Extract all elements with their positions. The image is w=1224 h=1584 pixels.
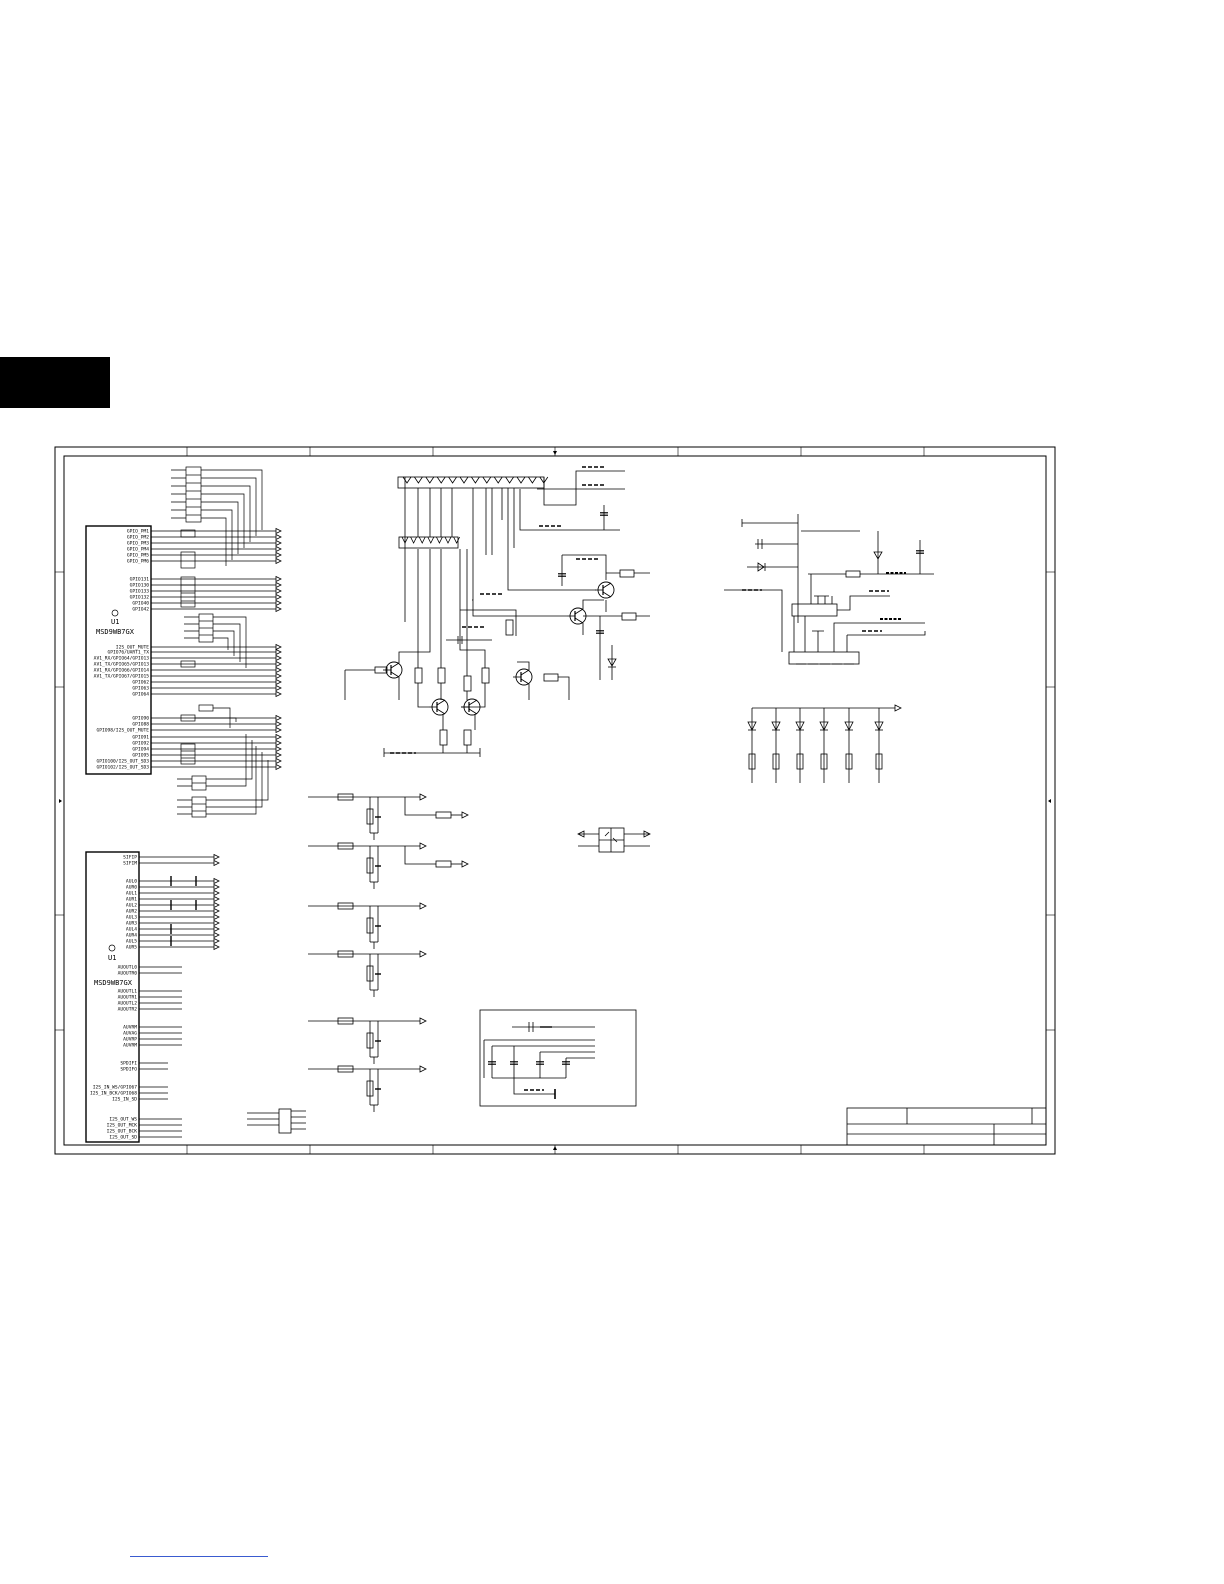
ic-u1-audio: U1 MSD9WB7GX SIFIPSIFIMAUL0AUR0AUL1AUR1A… (85, 851, 220, 1143)
chip-b-pin-label: SPDIFI (120, 1061, 137, 1067)
chip-b-pin-label: SIFIP (123, 855, 137, 861)
chip-a-pin-label: I2S_OUT_MUTE (116, 645, 149, 651)
chip-b-pin-label: AUOUTR1 (118, 995, 138, 1001)
chip-b-pin-label: AUR1 (126, 897, 137, 903)
chip-b-pin-label: AUOUTR0 (118, 971, 138, 977)
audio-filter-stages (308, 793, 469, 1112)
chip-b-ref: U1 (108, 954, 116, 962)
chip-b-pin-label: I2S_OUT_SD (109, 1135, 137, 1141)
chip-a-pin-label: GPIO_PM2 (127, 535, 149, 541)
chip-a-pin-label: GPIO76/UART1_TX (108, 650, 150, 656)
chip-b-pin-label: I2S_IN_BCK/GPIO68 (90, 1091, 137, 1097)
dual-switch-ic (577, 827, 651, 853)
chip-a-part: MSD9WB7GX (96, 628, 135, 636)
chip-b-pin-label: AUOUTL2 (118, 1001, 138, 1007)
chip-b-pin-label: I2S_IN_SD (112, 1097, 137, 1103)
sheet-frame (54, 446, 1056, 1155)
chip-a-pin-label: AV1_RX/GPIO66/GPIO14 (94, 668, 150, 674)
chip-b-pin-label: AUL0 (126, 879, 137, 885)
chip-a-pin-label: GPIO_PM3 (127, 541, 149, 547)
chip-b-pin-label: I2S_OUT_BCK (107, 1129, 138, 1135)
decoupling-box (479, 1009, 637, 1107)
chip-b-pin-label: I2S_IN_WS/GPIO67 (93, 1085, 137, 1091)
chip-a-ref: U1 (111, 618, 119, 626)
chip-a-pin-label: GPIO95 (132, 753, 149, 759)
chip-b-pin-label: AUVAG (123, 1031, 137, 1037)
chip-a-pin-label: GPIO92 (132, 741, 149, 747)
led-switch-array (747, 704, 902, 783)
chip-a-pin-label: GPIO133 (130, 589, 150, 595)
chip-a-pin-label: GPIO132 (130, 595, 150, 601)
chip-b-pin-label: AUR0 (126, 885, 137, 891)
chip-b-pin-label: AUVRP (123, 1037, 137, 1043)
chip-b-pin-label: AUVRM (123, 1043, 137, 1049)
chip-b-pin-label: AUL1 (126, 891, 137, 897)
i2s-header (247, 1108, 306, 1134)
chip-b-part: MSD9WB7GX (94, 979, 133, 987)
chip-b-pin-label: AUOUTL1 (118, 989, 138, 995)
chip-a-pin-label: GPIO90 (132, 716, 149, 722)
chip-b-pin-label: AUOUTR2 (118, 1007, 138, 1013)
power-connector-block (724, 514, 934, 665)
chip-b-pin-label: AUOUTL0 (118, 965, 138, 971)
chip-b-pin-label: I2S_OUT_MCK (107, 1123, 138, 1129)
chip-a-pin-label: GPIO94 (132, 747, 149, 753)
chip-a-pin-label: GPIO130 (130, 583, 150, 589)
chip-a-pin-labels: GPIO_PM1GPIO_PM2GPIO_PM3GPIO_PM4GPIO_PM5… (94, 529, 150, 771)
footer-link-underline (130, 1556, 268, 1557)
chip-b-pin-label: AUR2 (126, 909, 137, 915)
transistor-stage (344, 466, 650, 757)
connector-cluster (397, 476, 545, 549)
chip-a-pin-label: GPIO102/I2S_OUT_SD3 (96, 765, 149, 771)
chip-a-pin-label: GPIO100/I2S_OUT_SD3 (96, 759, 149, 765)
resistor-networks-chip-a (171, 466, 269, 818)
chip-b-pin-label: I2S_OUT_WS (109, 1117, 137, 1123)
chip-a-pin-label: AV1_TX/GPIO67/GPIO15 (94, 674, 150, 680)
chip-a-pin-label: GPIO63 (132, 686, 149, 692)
chip-a-pin-label: GPIO_PM6 (127, 559, 149, 565)
chip-b-pin-labels: SIFIPSIFIMAUL0AUR0AUL1AUR1AUL2AUR2AUL3AU… (90, 855, 137, 1141)
chip-a-pin-label: GPIO62 (132, 680, 149, 686)
section-tab (0, 357, 110, 408)
chip-b-pin-label: SPDIFO (120, 1067, 137, 1073)
chip-a-pin-label: GPIO42 (132, 607, 149, 613)
chip-a-pin-label: GPIO88 (132, 722, 149, 728)
chip-a-pin-label: AV1_TX/GPIO65/GPIO13 (94, 662, 150, 668)
chip-b-pin-label: AUR3 (126, 921, 137, 927)
chip-a-pin-label: GPIO98/I2S_OUT_MUTE (96, 728, 149, 734)
chip-a-pin-label: GPIO40 (132, 601, 149, 607)
chip-b-pin-label: AUL3 (126, 915, 137, 921)
chip-a-pin-label: GPIO64 (132, 692, 149, 698)
chip-a-pin-label: GPIO131 (130, 577, 150, 583)
chip-a-pin-label: AV1_RX/GPIO64/GPIO13 (94, 656, 150, 662)
chip-b-pin-label: AUL2 (126, 903, 137, 909)
ic-u1-gpio: U1 MSD9WB7GX GPIO_PM1GPIO_PM2GPIO_PM3GPI… (85, 525, 282, 775)
chip-b-pin-label: AUVRM (123, 1025, 137, 1031)
chip-b-pin-label: AUL5 (126, 939, 137, 945)
chip-a-pin-label: GPIO91 (132, 735, 149, 741)
chip-a-pin-label: GPIO_PM1 (127, 529, 149, 535)
chip-b-pin-label: AUR4 (126, 933, 137, 939)
chip-a-pin-label: GPIO_PM4 (127, 547, 149, 553)
chip-b-pin-label: AUL4 (126, 927, 137, 933)
chip-a-pin-label: GPIO_PM5 (127, 553, 149, 559)
chip-b-pin-label: SIFIM (123, 861, 137, 867)
title-block (846, 1107, 1047, 1146)
chip-b-pin-label: AUR5 (126, 945, 137, 951)
